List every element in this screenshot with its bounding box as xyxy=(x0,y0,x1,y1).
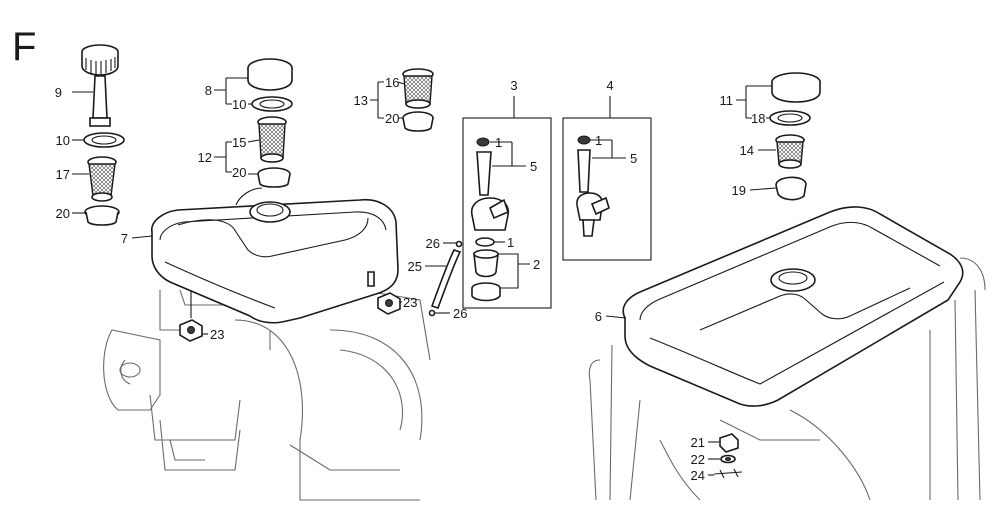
strainer-16 xyxy=(402,68,434,109)
ring-20b xyxy=(257,167,291,188)
washer-22 xyxy=(720,454,736,464)
fuel-tank-7 xyxy=(151,187,399,324)
callout-2: 2 xyxy=(533,257,540,272)
gasket-10a xyxy=(83,132,125,148)
callout-10: 10 xyxy=(232,97,246,112)
strainer-14 xyxy=(775,134,805,169)
callout-3: 3 xyxy=(510,78,517,93)
fuel-tank-6 xyxy=(622,206,964,407)
leader-lines xyxy=(72,77,777,476)
callout-7: 7 xyxy=(121,231,128,246)
strainer-17 xyxy=(87,156,117,202)
callout-1: 1 xyxy=(595,133,602,148)
callout-24: 24 xyxy=(691,468,705,483)
nut-23a xyxy=(179,290,203,342)
callout-18: 18 xyxy=(751,111,765,126)
callout-17: 17 xyxy=(56,167,70,182)
fuel-cap-9 xyxy=(81,44,119,127)
callout-20: 20 xyxy=(232,165,246,180)
callout-13: 13 xyxy=(354,93,368,108)
ring-20a xyxy=(84,205,120,226)
callout-5: 5 xyxy=(530,159,537,174)
gasket-18 xyxy=(769,110,811,126)
fuel-tube-25 xyxy=(428,240,463,317)
engine-outline-left xyxy=(103,289,431,501)
callout-23: 23 xyxy=(403,295,417,310)
fuel-cock-assembly-3 xyxy=(462,117,552,309)
callout-19: 19 xyxy=(732,183,746,198)
strainer-15 xyxy=(257,116,287,163)
bolt-21 xyxy=(719,433,739,453)
callout-20: 20 xyxy=(56,206,70,221)
callout-4: 4 xyxy=(606,78,613,93)
callout-9: 9 xyxy=(55,85,62,100)
callout-5: 5 xyxy=(630,151,637,166)
fuel-cock-assembly-4 xyxy=(562,117,652,261)
ring-20c xyxy=(402,111,434,132)
callout-10: 10 xyxy=(56,133,70,148)
callout-labels: 9 10 17 20 7 8 10 12 15 20 13 16 20 3 1 … xyxy=(55,75,766,483)
callout-26: 26 xyxy=(453,306,467,321)
callout-6: 6 xyxy=(595,309,602,324)
ring-19 xyxy=(775,176,807,201)
section-letter: F xyxy=(12,25,36,69)
callout-23: 23 xyxy=(210,327,224,342)
callout-11: 11 xyxy=(720,93,734,108)
callout-1: 1 xyxy=(507,235,514,250)
callout-22: 22 xyxy=(691,452,705,467)
callout-14: 14 xyxy=(740,143,754,158)
callout-8: 8 xyxy=(205,83,212,98)
callout-1: 1 xyxy=(495,135,502,150)
frame-outline-right xyxy=(588,257,986,501)
callout-25: 25 xyxy=(408,259,422,274)
gasket-10b xyxy=(251,96,293,112)
fuel-cap-8 xyxy=(247,58,293,91)
clip-24 xyxy=(713,468,743,479)
nut-23b xyxy=(367,271,401,315)
callout-21: 21 xyxy=(691,435,705,450)
callout-26: 26 xyxy=(426,236,440,251)
fuel-cap-11 xyxy=(771,72,821,103)
callout-12: 12 xyxy=(198,150,212,165)
callout-20: 20 xyxy=(385,111,399,126)
callout-16: 16 xyxy=(385,75,399,90)
callout-15: 15 xyxy=(232,135,246,150)
